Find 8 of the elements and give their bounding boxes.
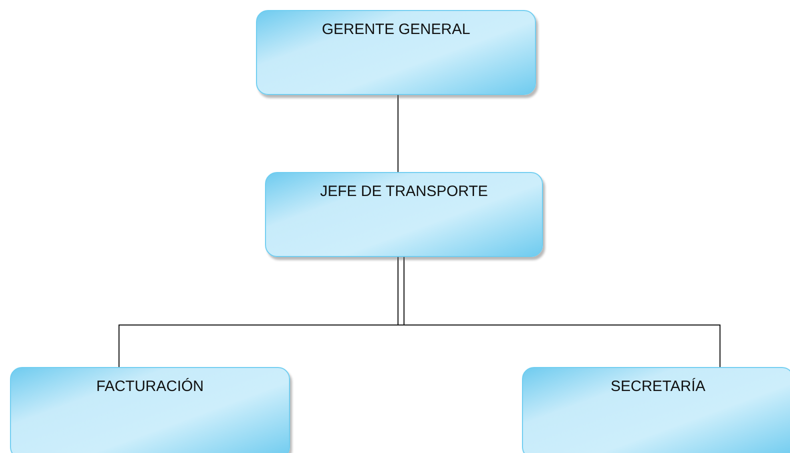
org-box [256, 10, 536, 95]
role-title: GERENTE GENERAL [320, 21, 472, 38]
org-box [522, 367, 790, 453]
role-title: FACTURACIÓN [95, 378, 205, 395]
org-box [10, 367, 290, 453]
role-title: SECRETARÍA [610, 378, 706, 395]
role-title: JEFE DE TRANSPORTE [319, 183, 489, 200]
org-box [265, 172, 543, 257]
